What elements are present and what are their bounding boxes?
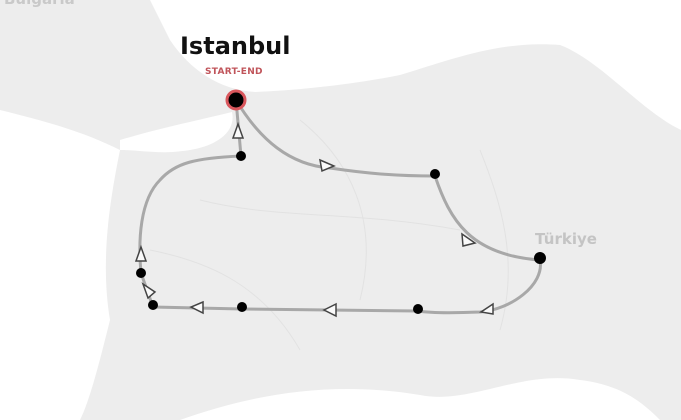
start-end-tag: START-END bbox=[205, 67, 263, 77]
sea-of-marmara bbox=[120, 112, 233, 153]
aegean-sea bbox=[0, 110, 120, 420]
stop-marker[interactable] bbox=[236, 151, 246, 161]
country-label-turkiye: Türkiye bbox=[535, 230, 597, 248]
arrow-icon bbox=[461, 232, 477, 247]
stop-marker[interactable] bbox=[413, 304, 423, 314]
route-line bbox=[138, 99, 542, 315]
route bbox=[138, 99, 542, 315]
start-end-marker[interactable] bbox=[225, 89, 247, 111]
stop-marker[interactable] bbox=[430, 169, 440, 179]
stop-marker[interactable] bbox=[148, 300, 158, 310]
arrow-icon bbox=[322, 302, 337, 318]
arrow-icon bbox=[231, 121, 245, 139]
stops bbox=[136, 89, 546, 314]
black-sea bbox=[150, 0, 681, 130]
arrow-icon bbox=[189, 300, 204, 315]
country-label-bulgaria: Bulgaria bbox=[4, 0, 75, 8]
stop-marker[interactable] bbox=[136, 268, 146, 278]
arrow-icon bbox=[319, 158, 336, 173]
mediterranean-sea bbox=[180, 378, 660, 420]
arrow-icon bbox=[141, 282, 157, 300]
stop-marker[interactable] bbox=[534, 252, 546, 264]
arrow-icon bbox=[134, 244, 148, 262]
arrow-icon bbox=[479, 302, 494, 315]
city-label-istanbul: Istanbul bbox=[180, 32, 291, 60]
stop-marker[interactable] bbox=[237, 302, 247, 312]
direction-arrows bbox=[134, 121, 494, 318]
